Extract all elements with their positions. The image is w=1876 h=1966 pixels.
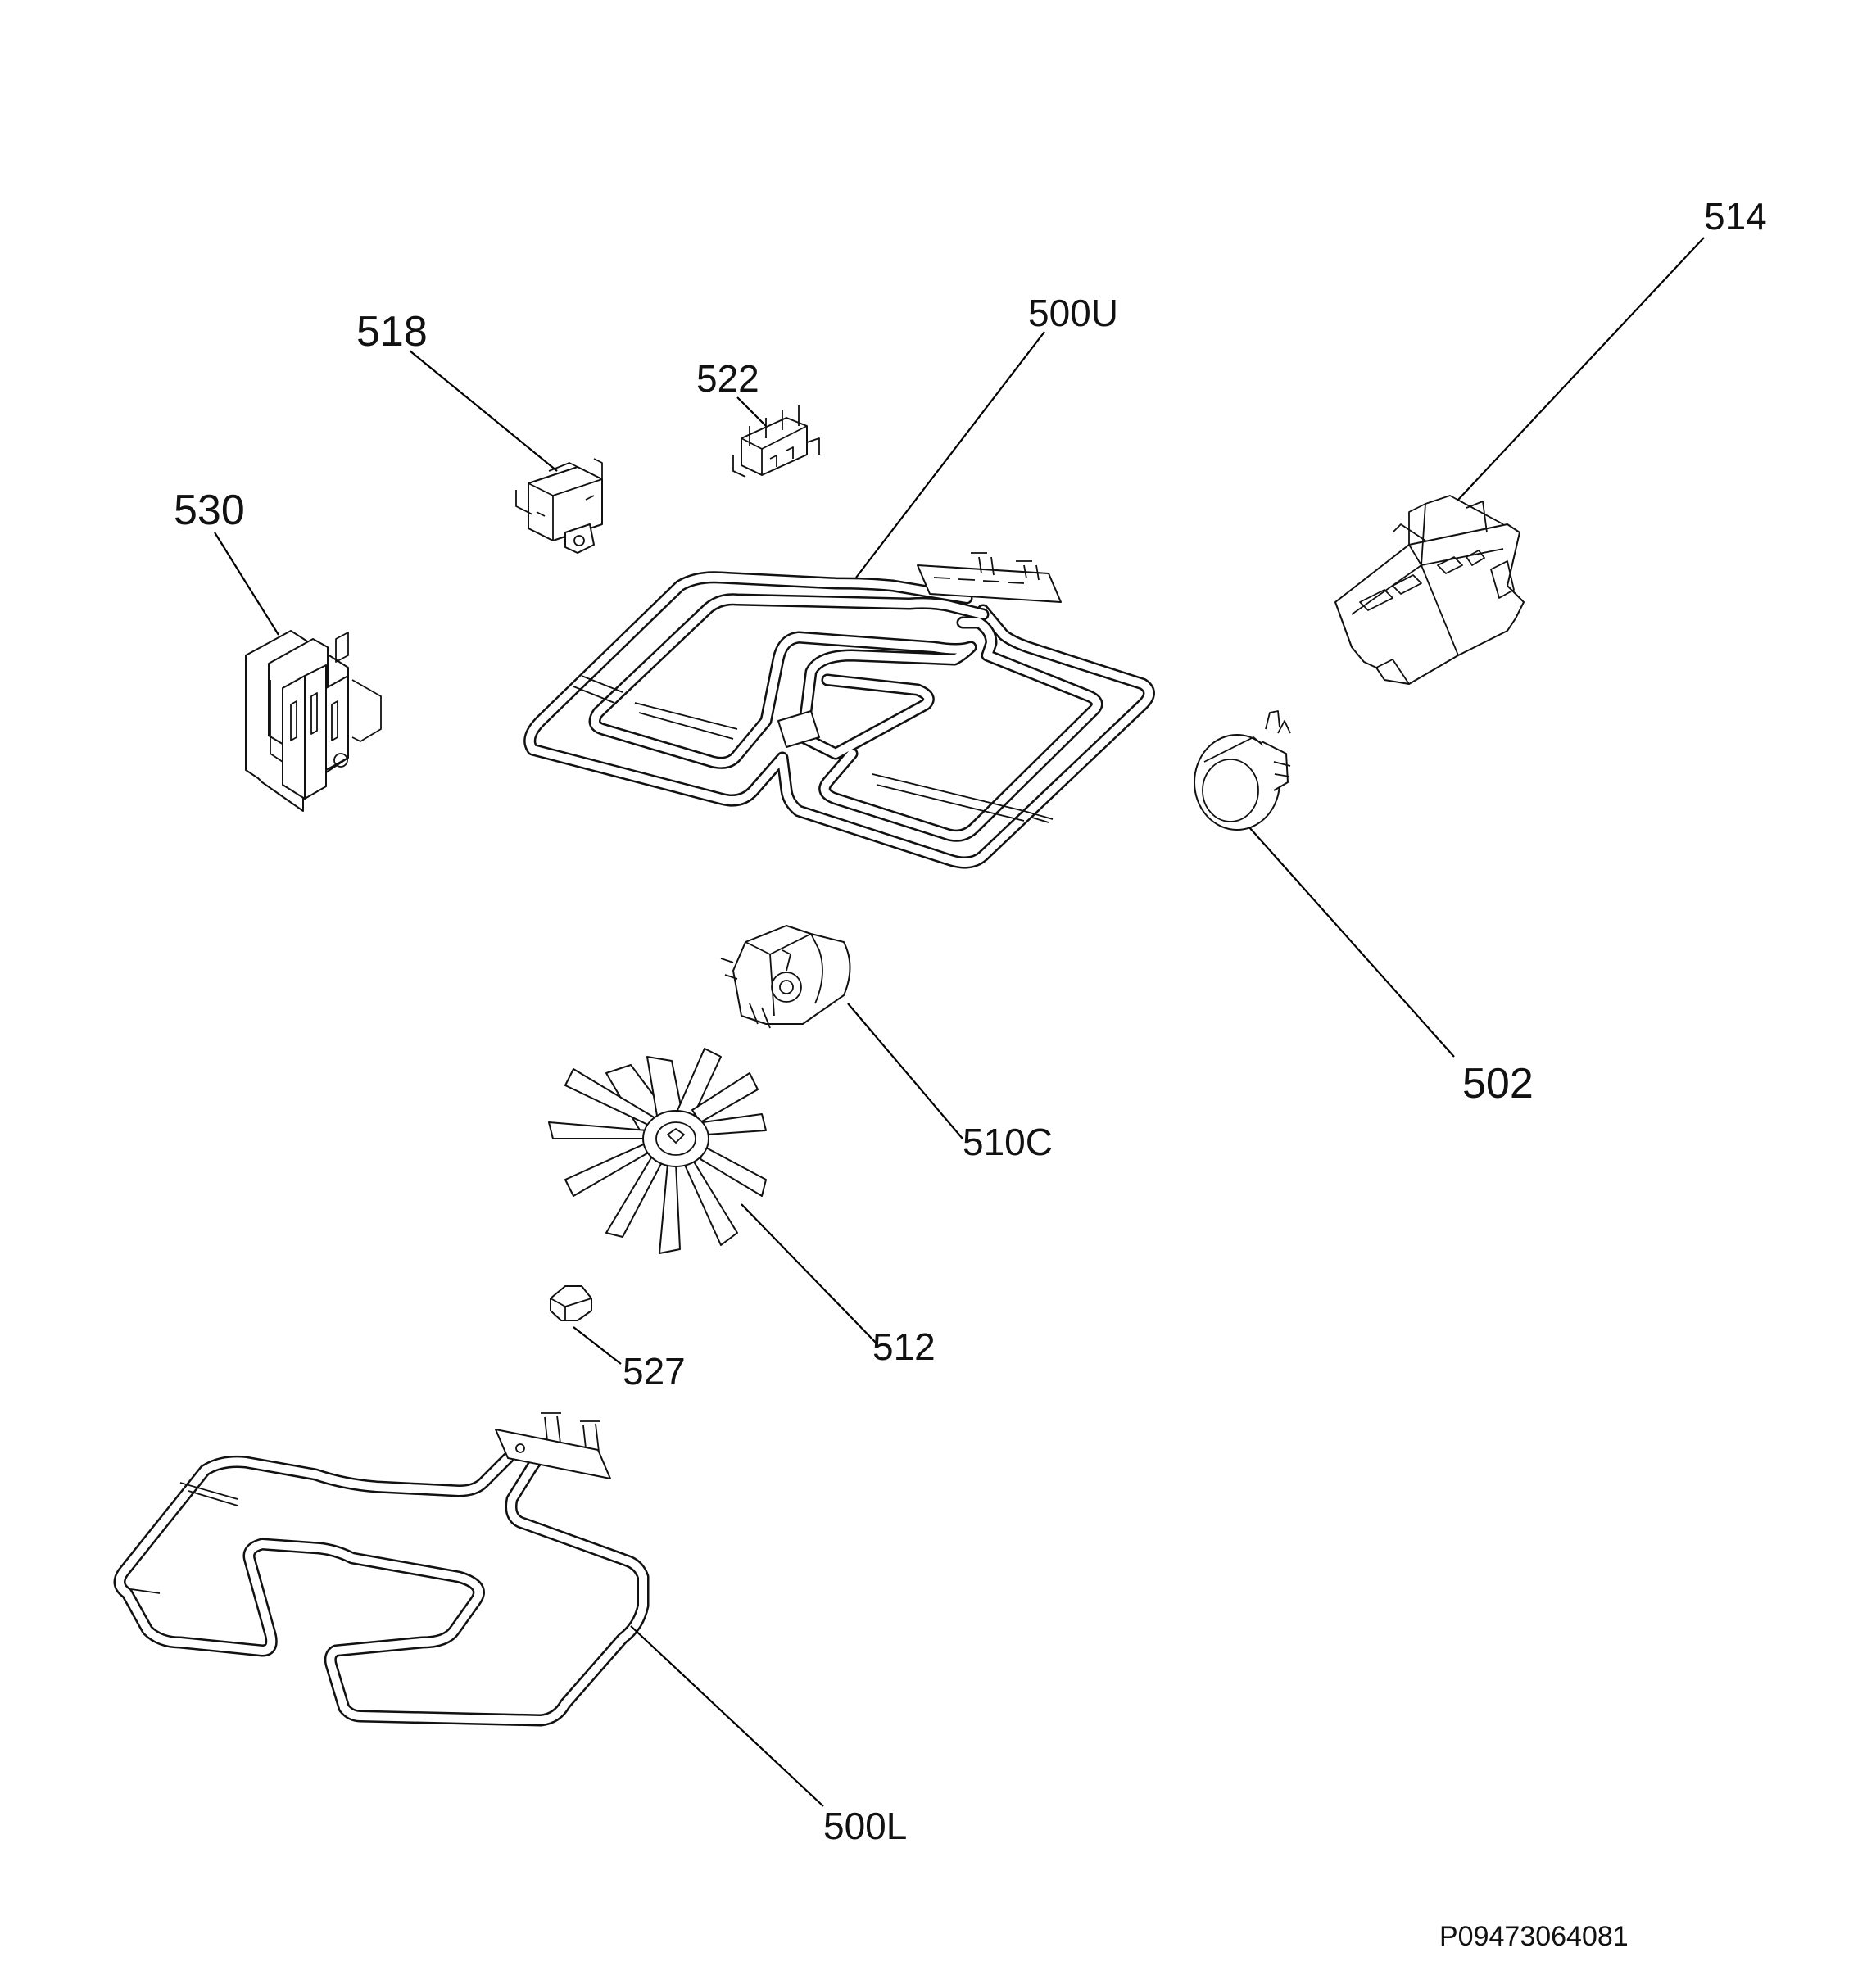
callout-510C: 510C — [963, 1121, 1053, 1163]
callout-530: 530 — [174, 487, 245, 534]
leader-512 — [741, 1203, 877, 1344]
part-514-switch-housing — [1334, 495, 1525, 685]
part-510C-fan-motor — [720, 925, 851, 1029]
leader-530 — [214, 532, 279, 636]
leader-lines — [214, 237, 1705, 1807]
part-522-terminal-block — [732, 405, 820, 478]
part-518-thermostat — [515, 458, 603, 554]
leader-500L — [630, 1625, 824, 1807]
callout-512: 512 — [872, 1325, 936, 1368]
callout-502: 502 — [1462, 1060, 1534, 1108]
callout-518: 518 — [356, 308, 428, 356]
callout-514: 514 — [1704, 195, 1767, 238]
leader-527 — [573, 1326, 622, 1365]
callout-527: 527 — [623, 1350, 686, 1393]
part-502-sensor — [1194, 710, 1291, 831]
leader-510C — [847, 1003, 963, 1139]
part-527-nut — [550, 1285, 592, 1321]
leader-518 — [409, 350, 558, 472]
document-code: P09473064081 — [1439, 1921, 1629, 1952]
callout-500U: 500U — [1028, 292, 1118, 334]
part-500L-lower-heating-element — [113, 1412, 650, 1727]
callout-labels: 514 500U 518 522 530 502 510C 512 527 50… — [174, 195, 1767, 1847]
callout-522: 522 — [696, 357, 759, 400]
part-512-fan-impeller — [548, 1048, 767, 1254]
leader-514 — [1457, 237, 1705, 501]
part-500U-upper-heating-element — [523, 552, 1155, 869]
leader-500U — [855, 331, 1045, 578]
part-530-terminal-bracket — [245, 630, 382, 812]
leader-522 — [736, 396, 767, 427]
leader-502 — [1248, 827, 1455, 1058]
callout-500L: 500L — [823, 1805, 907, 1847]
